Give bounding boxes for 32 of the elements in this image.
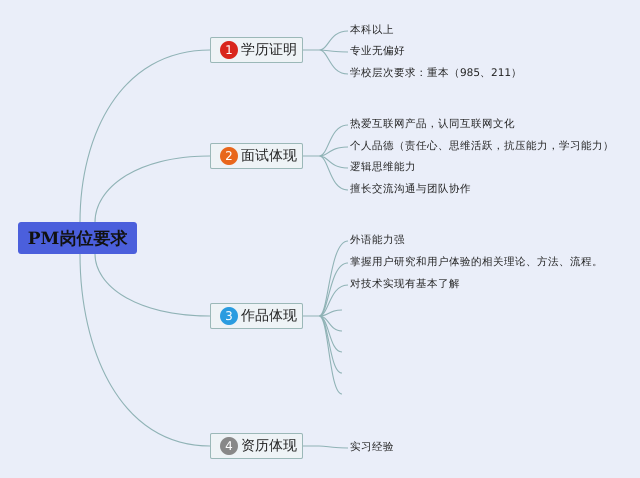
connector-line	[79, 254, 210, 447]
number-badge: 1	[220, 41, 238, 59]
branch-box	[210, 433, 303, 459]
branch-label: 面试体现	[241, 147, 297, 165]
number-badge: 2	[220, 147, 238, 165]
branch-label: 学历证明	[241, 41, 297, 59]
connector-line	[94, 155, 210, 222]
leaf-text: 个人品德（责任心、思维活跃，抗压能力，学习能力）	[350, 139, 614, 153]
number-badge: 4	[220, 437, 238, 455]
branch-box	[210, 303, 303, 329]
leaf-text: 外语能力强	[350, 233, 405, 247]
connector-line	[79, 49, 210, 222]
connector-line	[94, 254, 210, 317]
leaf-text: 本科以上	[350, 23, 394, 37]
leaf-text: 实习经验	[350, 440, 394, 454]
connector-line	[303, 445, 348, 449]
connector-line	[303, 315, 342, 394]
branch-box	[210, 143, 303, 169]
leaf-text: 学校层次要求：重本（985、211）	[350, 66, 522, 80]
branch-box	[210, 37, 303, 63]
leaf-text: 掌握用户研究和用户体验的相关理论、方法、流程。	[350, 255, 603, 269]
number-badge: 3	[220, 307, 238, 325]
connector-line	[303, 49, 348, 75]
leaf-text: 专业无偏好	[350, 44, 405, 58]
root-box: PM岗位要求	[18, 222, 137, 254]
leaf-text: 逻辑思维能力	[350, 160, 416, 174]
leaf-text: 热爱互联网产品，认同互联网文化	[350, 117, 515, 131]
leaf-text: 对技术实现有基本了解	[350, 277, 460, 291]
branch-label: 作品体现	[241, 307, 297, 325]
branch-label: 资历体现	[241, 437, 297, 455]
connector-line	[303, 155, 348, 191]
leaf-text: 擅长交流沟通与团队协作	[350, 182, 471, 196]
